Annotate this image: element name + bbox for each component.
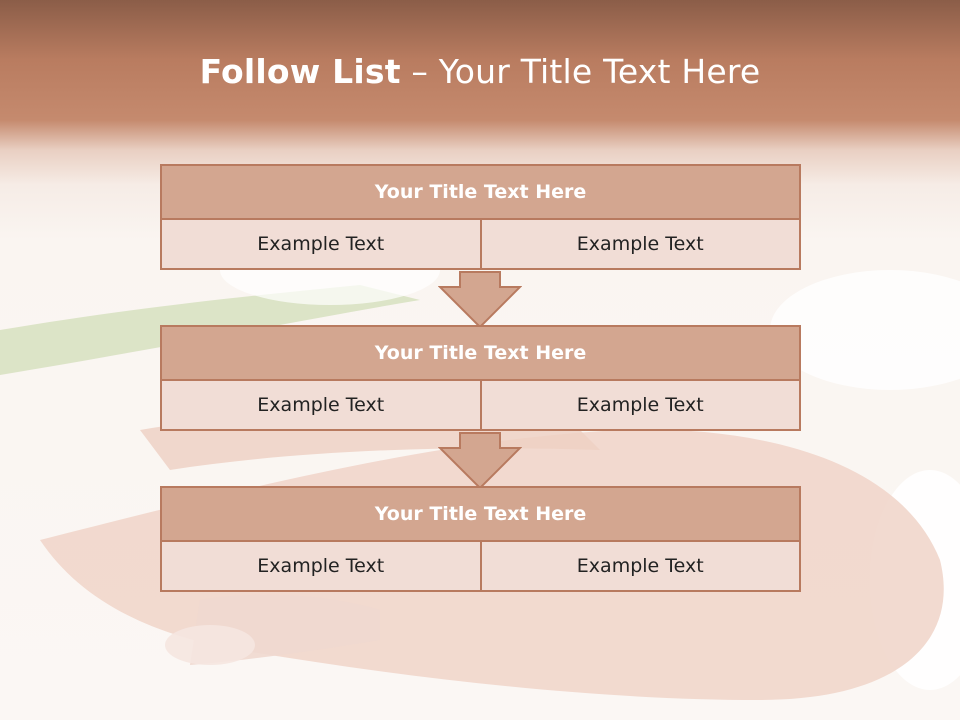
- step-block-1: Your Title Text Here Example Text Exampl…: [160, 164, 801, 270]
- slide-title-bold: Follow List: [199, 52, 401, 91]
- step-title: Your Title Text Here: [160, 486, 801, 542]
- down-arrow-icon: [438, 271, 522, 329]
- step-cell-right: Example Text: [481, 220, 801, 270]
- step-cell-left: Example Text: [160, 381, 482, 431]
- slide-title: Follow List – Your Title Text Here: [0, 52, 960, 91]
- step-title: Your Title Text Here: [160, 164, 801, 220]
- step-cell-left: Example Text: [160, 542, 482, 592]
- step-block-3: Your Title Text Here Example Text Exampl…: [160, 486, 801, 592]
- step-cell-right: Example Text: [481, 542, 801, 592]
- step-block-2: Your Title Text Here Example Text Exampl…: [160, 325, 801, 431]
- step-cell-left: Example Text: [160, 220, 482, 270]
- down-arrow-icon: [438, 432, 522, 490]
- step-cell-right: Example Text: [481, 381, 801, 431]
- step-row: Example Text Example Text: [160, 220, 801, 270]
- slide-title-rest: – Your Title Text Here: [400, 52, 761, 91]
- step-row: Example Text Example Text: [160, 542, 801, 592]
- step-title: Your Title Text Here: [160, 325, 801, 381]
- step-row: Example Text Example Text: [160, 381, 801, 431]
